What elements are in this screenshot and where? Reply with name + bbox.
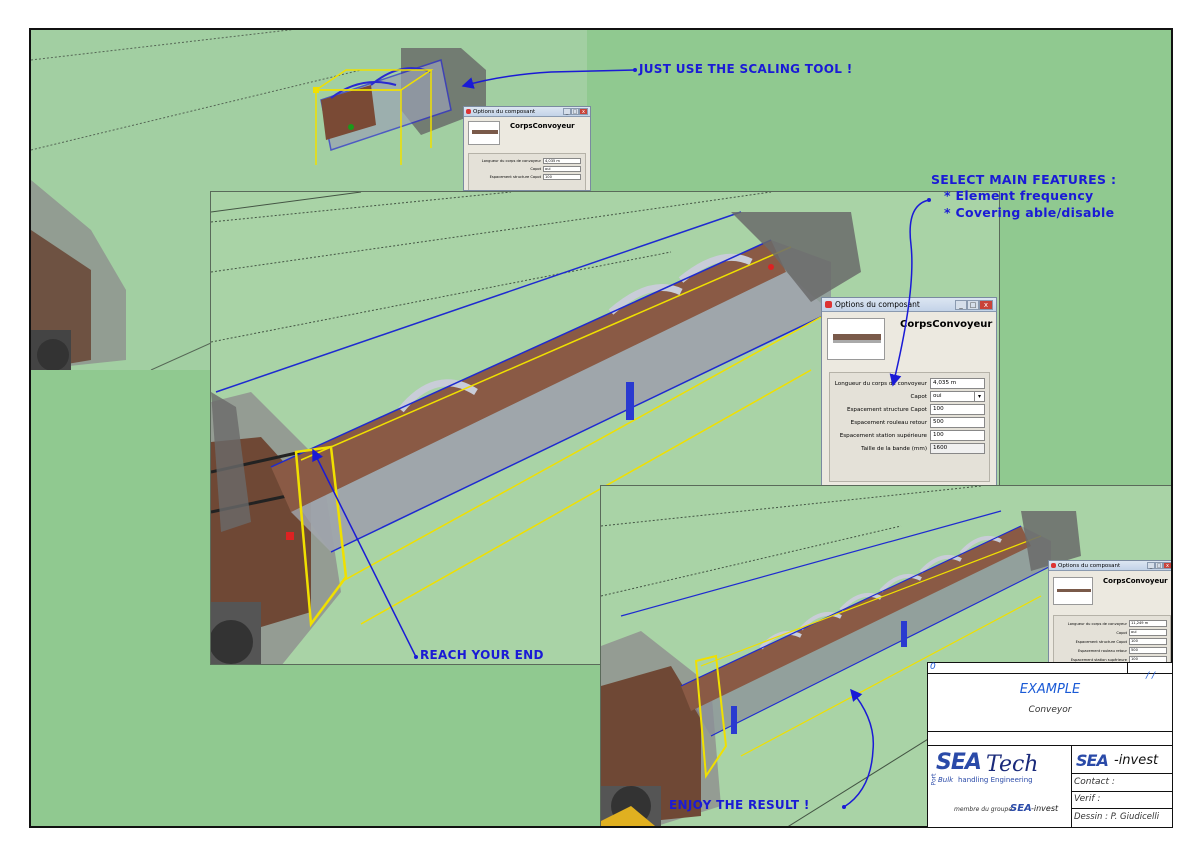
cover-select[interactable]: oui ▾ — [930, 391, 985, 402]
logo-sea: SEA — [936, 750, 982, 775]
arrow-reach — [312, 448, 417, 658]
field-label: Longueur du corps de convoyeur — [481, 158, 541, 163]
cover-spacing-label: Espacement structure Capot — [1075, 639, 1127, 644]
revision-index: 0 — [930, 662, 936, 672]
cover-select[interactable]: oui — [1129, 629, 1167, 636]
sea-invest-brand: SEA -invest — [1072, 746, 1172, 774]
arrow-features — [889, 199, 930, 387]
length-label: Longueur du corps de convoyeur — [834, 380, 927, 387]
brand-invest: -invest — [1114, 753, 1159, 768]
component-thumbnail — [1053, 577, 1093, 605]
close-icon[interactable]: x — [1163, 562, 1171, 569]
arrow-enjoy — [843, 688, 875, 808]
minimize-icon[interactable]: _ — [1147, 562, 1155, 569]
close-icon[interactable]: x — [579, 108, 588, 115]
options-dialog-scaling[interactable]: Options du composant _ □ x CorpsConvoyeu… — [463, 106, 591, 191]
upper-station-input[interactable]: 100 — [930, 430, 985, 441]
callout-features-title: SELECT MAIN FEATURES : — [931, 172, 1117, 187]
length-input[interactable]: 4,035 m — [930, 378, 985, 389]
component-thumbnail — [468, 121, 500, 145]
return-roller-label: Espacement rouleau retour — [850, 419, 927, 426]
verif-field: Verif : — [1072, 792, 1172, 809]
revision-date: / / — [1146, 671, 1155, 681]
cover-select-value: oui — [933, 393, 942, 399]
title-block: 0 / / EXAMPLE Conveyor SEA Tech Port Bul… — [927, 662, 1173, 828]
logo-membre: membre du groupe — [954, 806, 1013, 813]
length-input[interactable]: 4,035 m — [543, 157, 581, 164]
maximize-icon[interactable]: □ — [571, 108, 579, 115]
component-name: CorpsConvoyeur — [510, 122, 575, 130]
belt-size-label: Taille de la bande (mm) — [861, 445, 927, 452]
dialog-app-icon — [825, 301, 832, 308]
return-roller-input[interactable]: 500 — [1129, 647, 1167, 654]
callout-feature-covering: * Covering able/disable — [944, 205, 1115, 220]
dialog-title: Options du composant — [1058, 562, 1121, 569]
belt-size-field: 1600 — [930, 443, 985, 454]
cover-select[interactable]: oui — [543, 165, 581, 172]
brand-sea: SEA — [1076, 751, 1109, 770]
window-buttons: _ □ x — [1147, 562, 1171, 569]
dialog-title: Options du composant — [835, 300, 920, 309]
options-dialog-main[interactable]: Options du composant _ □ x CorpsConvoyeu… — [821, 297, 997, 487]
component-thumbnail — [827, 318, 885, 360]
callout-reach-end: REACH YOUR END — [420, 648, 544, 662]
maximize-icon[interactable]: □ — [1155, 562, 1163, 569]
window-buttons: _ □ x — [563, 108, 588, 115]
cover-spacing-label: Espacement structure Capot — [846, 406, 927, 413]
drawing-subtitle: Conveyor — [1028, 705, 1072, 715]
cover-label: Capot — [910, 393, 928, 400]
dialog-title: Options du composant — [473, 108, 536, 115]
length-label: Longueur du corps de convoyeur — [1067, 621, 1127, 626]
component-name: CorpsConvoyeur — [1103, 577, 1168, 585]
drawing-title: EXAMPLE — [1019, 682, 1081, 697]
minimize-icon[interactable]: _ — [955, 299, 967, 310]
annotation-arrows — [312, 68, 931, 809]
field-label: Espacement structure Capot — [489, 174, 541, 179]
parameters-panel: Longueur du corps de convoyeur 4,035 m C… — [829, 372, 990, 482]
field-label: Capot — [530, 166, 541, 171]
seatech-logo: SEA Tech Port Bulk handling Engineering … — [928, 746, 1072, 828]
logo-group-invest: -invest — [1031, 804, 1059, 813]
parameters-panel: Longueur du corps de convoyeur 4,035 m C… — [468, 153, 586, 190]
window-buttons: _ □ x — [955, 299, 993, 310]
cover-spacing-input[interactable]: 100 — [930, 404, 985, 415]
callout-enjoy-result: ENJOY THE RESULT ! — [669, 798, 810, 812]
length-input[interactable]: 11,249 m — [1129, 620, 1167, 627]
logo-group-sea: SEA — [1010, 803, 1032, 814]
dialog-app-icon — [466, 109, 471, 114]
cover-spacing-input[interactable]: 100 — [1129, 638, 1167, 645]
callout-feature-frequency: * Element frequency — [944, 188, 1094, 203]
cover-label: Capot — [1116, 630, 1127, 635]
minimize-icon[interactable]: _ — [563, 108, 571, 115]
dessin-field: Dessin : P. Giudicelli — [1074, 812, 1160, 822]
component-name: CorpsConvoyeur — [900, 319, 993, 330]
return-roller-label: Espacement rouleau retour — [1077, 648, 1127, 653]
cover-spacing-input[interactable]: 100 — [543, 173, 581, 180]
maximize-icon[interactable]: □ — [967, 299, 979, 310]
return-roller-input[interactable]: 500 — [930, 417, 985, 428]
options-dialog-result[interactable]: Options du composant _ □ x CorpsConvoyeu… — [1048, 560, 1171, 680]
logo-tech: Tech — [986, 752, 1039, 777]
upper-station-label: Espacement station supérieure — [839, 432, 927, 439]
close-icon[interactable]: x — [979, 299, 993, 310]
logo-port: Port — [930, 773, 938, 786]
logo-handling: handling Engineering — [958, 776, 1033, 784]
dialog-app-icon — [1051, 563, 1056, 568]
callout-scaling-tool: JUST USE THE SCALING TOOL ! — [639, 62, 853, 76]
chevron-down-icon[interactable]: ▾ — [974, 392, 984, 401]
upper-station-label: Espacement station supérieure — [1070, 657, 1127, 662]
contact-field: Contact : — [1072, 774, 1172, 792]
logo-bulk: Bulk — [938, 776, 954, 784]
arrow-scaling — [461, 69, 636, 89]
